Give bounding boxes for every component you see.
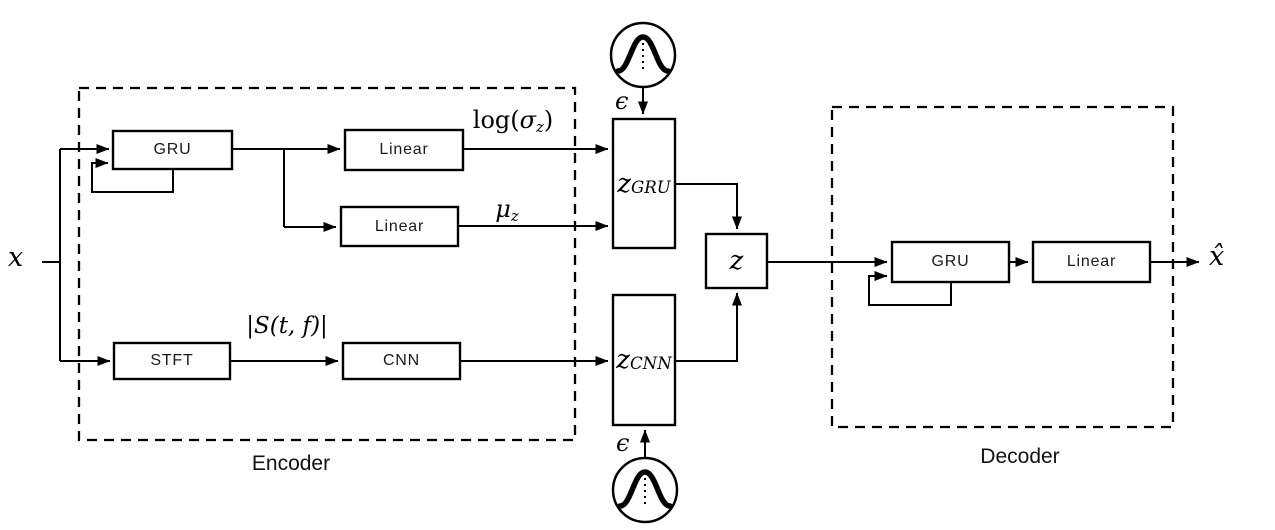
edge-zcnn-to-z bbox=[675, 292, 742, 362]
node-decoder-gru bbox=[890, 240, 1011, 284]
mu-label: μz bbox=[495, 197, 518, 224]
node-z-gru bbox=[611, 117, 677, 250]
input-label: x bbox=[8, 242, 24, 273]
gaussian-bell-curve-icon bbox=[615, 34, 671, 74]
connectors bbox=[42, 87, 1200, 458]
node-encoder-gru bbox=[111, 129, 234, 171]
edge-encoder-gru-loop bbox=[91, 158, 174, 193]
log-sigma-label: log(σz) bbox=[473, 108, 553, 135]
node-decoder-linear bbox=[1031, 240, 1152, 284]
sigma-subscript: z bbox=[536, 118, 544, 137]
decoder-linear-label: Linear bbox=[1066, 253, 1117, 270]
stft-label: STFT bbox=[150, 352, 194, 369]
encoder-gru-label: GRU bbox=[153, 141, 192, 158]
edge-zgru-to-z bbox=[675, 183, 742, 230]
log-sigma-prefix: log( bbox=[472, 106, 520, 134]
noise-source-bottom bbox=[611, 456, 679, 524]
z-cnn-subscript: CNN bbox=[629, 354, 672, 374]
log-sigma-suffix: ) bbox=[543, 106, 554, 134]
edge-decoder-gru-loop bbox=[868, 271, 952, 306]
decoder-gru-label: GRU bbox=[931, 253, 970, 270]
output-label: x̂ bbox=[1209, 241, 1225, 272]
node-linear-logvar bbox=[343, 128, 465, 172]
decoder-boundary bbox=[830, 105, 1175, 429]
node-stft bbox=[112, 341, 232, 381]
node-z-cnn bbox=[611, 293, 677, 427]
node-cnn bbox=[341, 341, 462, 381]
z-label: z bbox=[729, 246, 744, 276]
node-z bbox=[704, 232, 769, 290]
z-gru-subscript: GRU bbox=[630, 177, 671, 197]
z-gru-base: z bbox=[617, 168, 631, 199]
linear-mu-label: Linear bbox=[374, 217, 425, 235]
decoder-title: Decoder bbox=[980, 445, 1060, 468]
cnn-label: CNN bbox=[382, 352, 421, 369]
node-linear-mu bbox=[339, 205, 460, 248]
z-cnn-base: z bbox=[616, 345, 630, 375]
encoder-title: Encoder bbox=[251, 452, 331, 475]
sigma-symbol: σ bbox=[519, 106, 537, 134]
epsilon-top-label: ϵ bbox=[615, 87, 629, 115]
spectrogram-label: |S(t, f)| bbox=[246, 313, 328, 339]
mu-subscript: z bbox=[510, 207, 519, 226]
mu-symbol: μ bbox=[495, 195, 511, 223]
linear-logvar-label: Linear bbox=[379, 141, 429, 158]
epsilon-bottom-label: ϵ bbox=[616, 429, 630, 457]
nodes bbox=[111, 117, 1152, 427]
encoder-boundary bbox=[77, 86, 577, 442]
gaussian-bell-curve-icon bbox=[617, 469, 673, 509]
noise-source-top bbox=[609, 21, 677, 89]
